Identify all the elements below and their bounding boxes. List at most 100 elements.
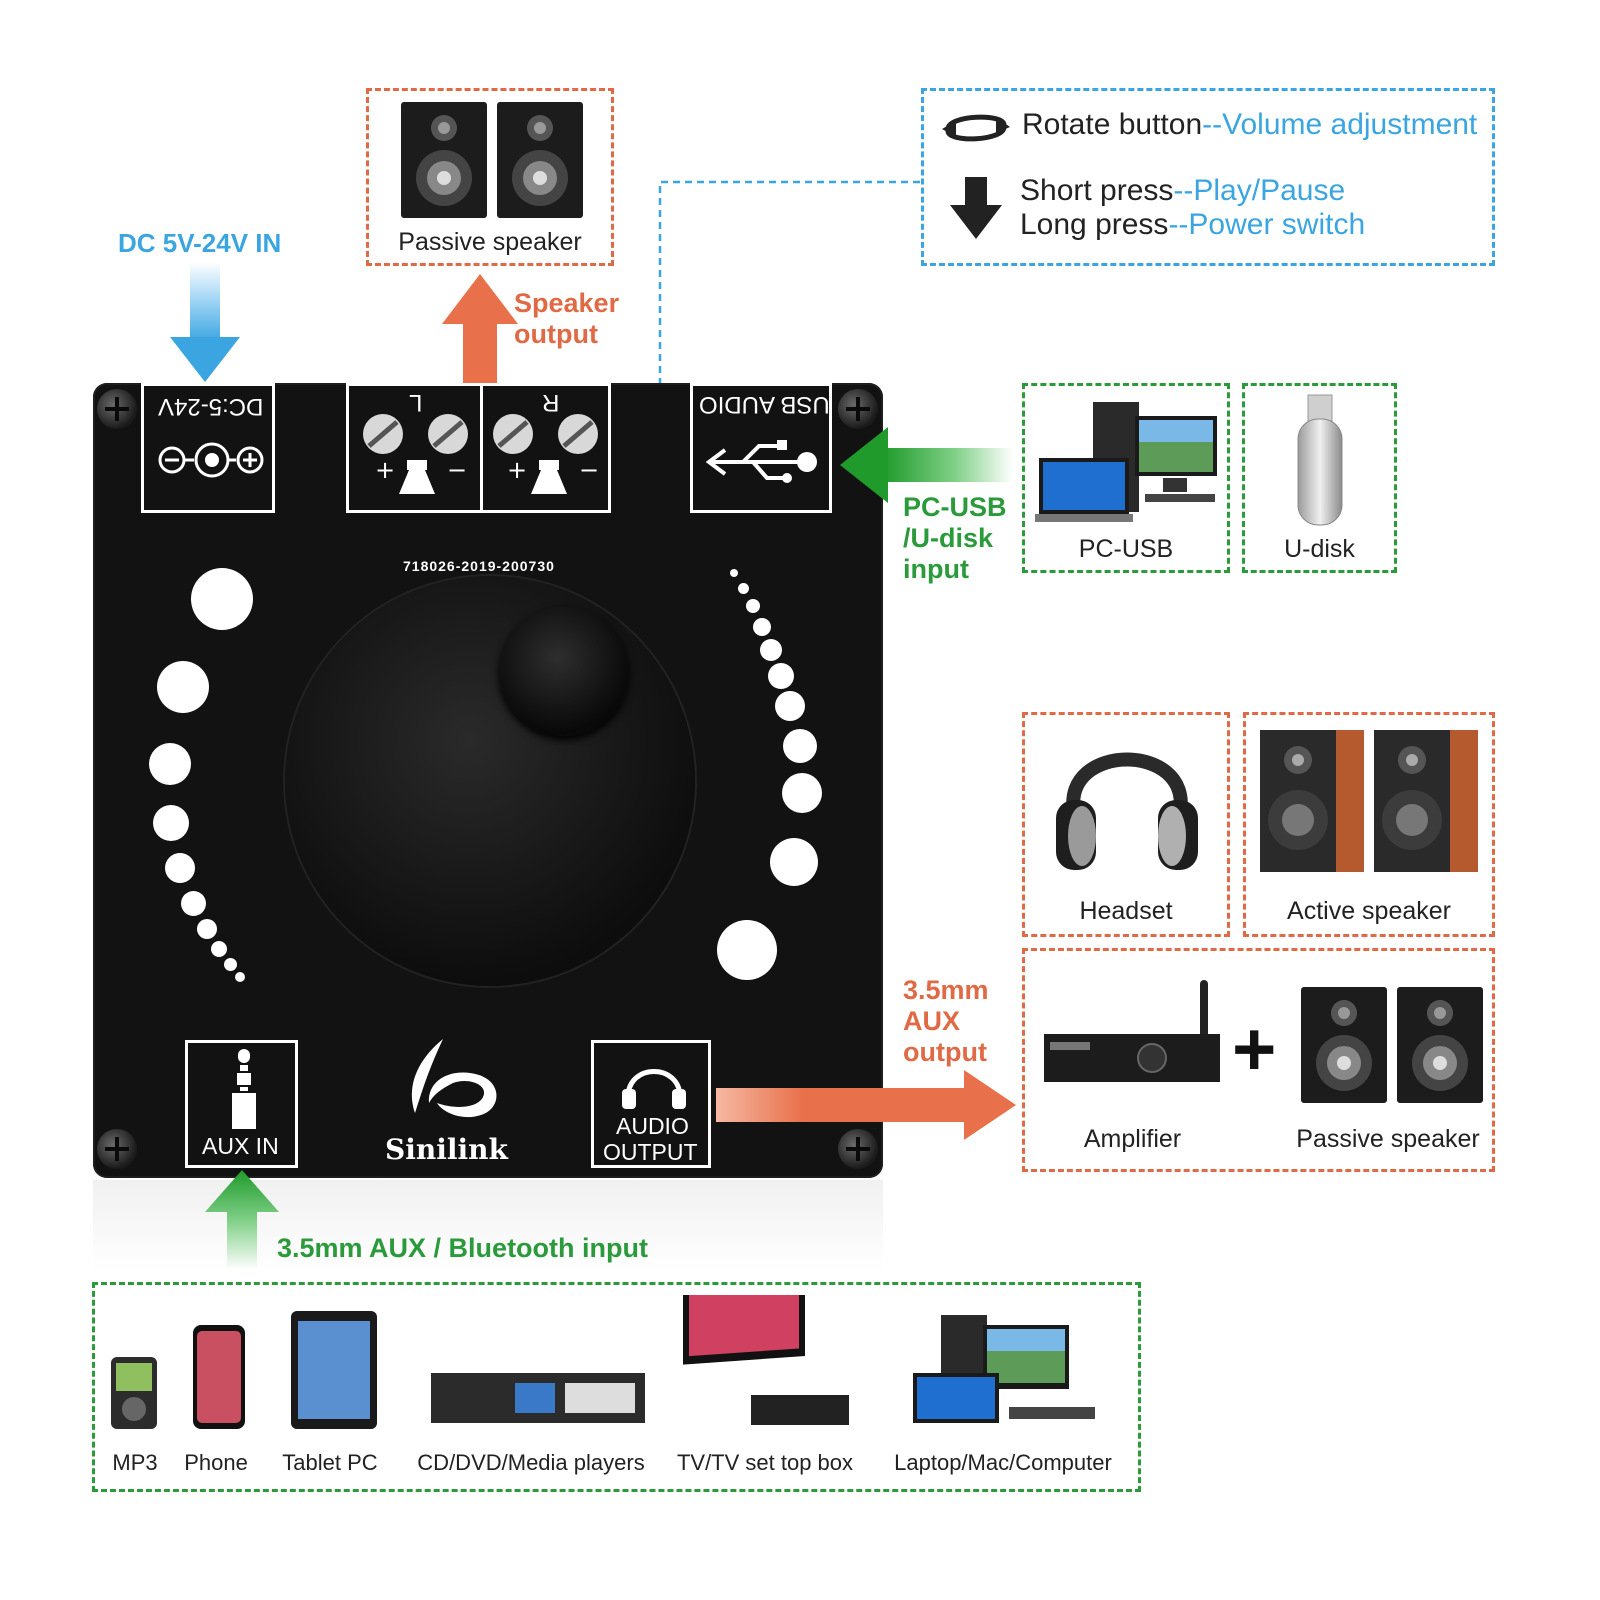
led-dot — [782, 773, 822, 813]
dc-port: DC:5-24V — [141, 383, 275, 513]
speaker-output-label-line1: Speaker — [514, 288, 620, 318]
long-press-line: Long press--Power switch — [1020, 208, 1365, 242]
usb-input-label-line3: input — [903, 554, 969, 584]
aux-jack-icon — [232, 1049, 256, 1129]
led-dot — [775, 691, 805, 721]
rotate-icon — [942, 114, 1010, 142]
controls-legend-box — [921, 88, 1495, 266]
u-disk-box — [1242, 383, 1397, 573]
sinilink-logo — [411, 1039, 497, 1118]
dc-port-label: DC:5-24V — [158, 393, 264, 420]
usb-input-arrow — [840, 427, 1013, 503]
led-dot — [730, 569, 738, 577]
led-dot — [235, 972, 245, 982]
long-press-prefix: Long press — [1020, 208, 1169, 241]
led-dot — [717, 920, 777, 980]
pc-usb-box — [1022, 383, 1230, 573]
rotate-button-line: Rotate button--Volume adjustment — [1022, 108, 1477, 142]
short-press-prefix: Short press — [1020, 174, 1174, 207]
press-down-icon — [950, 177, 1002, 239]
led-dot — [746, 599, 760, 613]
audio-output-label-line1: AUDIO — [616, 1113, 689, 1139]
passive-speaker-bottom-caption: Passive speaker — [1296, 1125, 1480, 1153]
aux-in-label: AUX IN — [202, 1133, 279, 1159]
svg-text:−: − — [447, 456, 467, 484]
dc-input-label: DC 5V-24V IN — [118, 228, 282, 258]
led-dot — [211, 941, 227, 957]
passive-speaker-top-image — [401, 102, 583, 218]
source-computer: Laptop/Mac/Computer — [894, 1450, 1112, 1475]
usb-input-label: PC-USB /U-disk input — [903, 492, 1007, 585]
pc-usb-caption: PC-USB — [1078, 535, 1174, 563]
usb-audio-label: USB AUDIO — [699, 391, 830, 418]
amplifier-board: DC:5-24V L R + − + − USB AUDIO — [93, 383, 883, 1178]
usb-input-label-line1: PC-USB — [903, 492, 1007, 522]
screw-bottom-left — [97, 1129, 137, 1169]
active-speaker-box — [1243, 712, 1495, 937]
led-dot — [191, 568, 253, 630]
speaker-output-arrow — [442, 274, 518, 407]
aux-output-label-line1: 3.5mm — [903, 975, 989, 1005]
brand-name: Sinilink — [385, 1133, 508, 1166]
dc-polarity-icon — [158, 442, 264, 478]
led-dot — [165, 853, 195, 883]
pc-usb-image — [1035, 402, 1217, 522]
led-dot — [153, 805, 189, 841]
aux-input-sources-box — [92, 1282, 1141, 1492]
aux-input-arrow — [205, 1170, 279, 1270]
svg-text:−: − — [579, 456, 599, 484]
speaker-output-label: Speaker output — [514, 288, 619, 350]
plus-sign: + — [1232, 1007, 1277, 1092]
dc-input-arrow — [170, 262, 240, 382]
led-dot — [157, 661, 209, 713]
source-phone: Phone — [184, 1450, 248, 1475]
amplifier-caption: Amplifier — [1083, 1125, 1182, 1153]
led-dot — [738, 583, 749, 594]
aux-input-label: 3.5mm AUX / Bluetooth input — [277, 1233, 648, 1263]
amplifier-box — [1022, 948, 1495, 1172]
aux-output-label-line3: output — [903, 1037, 987, 1067]
source-tv: TV/TV set top box — [676, 1450, 854, 1475]
led-dot — [197, 919, 217, 939]
usb-audio-port: USB AUDIO — [690, 383, 832, 513]
led-dot — [753, 618, 771, 636]
source-mp3: MP3 — [112, 1450, 158, 1475]
speaker-terminal-block: L R + − + − — [346, 383, 611, 513]
headphone-icon — [622, 1069, 686, 1109]
board-serial: 718026-2019-200730 — [403, 558, 555, 574]
svg-text:+: + — [375, 456, 395, 484]
long-press-action: --Power switch — [1168, 208, 1366, 241]
amplifier-image — [1044, 980, 1220, 1082]
aux-output-arrow — [716, 1070, 1016, 1140]
aux-in-port: AUX IN — [185, 1040, 298, 1168]
led-dot — [181, 891, 206, 916]
led-dot — [770, 838, 818, 886]
headset-caption: Headset — [1079, 897, 1173, 925]
led-dot — [149, 743, 191, 785]
usb-input-label-line2: /U-disk — [903, 523, 994, 553]
audio-output-label-line2: OUTPUT — [603, 1139, 698, 1165]
source-devices-images — [111, 1295, 1095, 1429]
speaker-screw-terminals: + − + − — [363, 414, 599, 494]
screw-top-left — [97, 389, 137, 429]
volume-knob-grip — [499, 606, 629, 736]
screw-bottom-right — [838, 1129, 878, 1169]
aux-output-label: 3.5mm AUX output — [903, 975, 989, 1068]
source-media-players: CD/DVD/Media players — [417, 1450, 645, 1475]
audio-output-port: AUDIO OUTPUT — [591, 1040, 711, 1168]
led-dot — [783, 729, 817, 763]
active-speaker-image — [1260, 730, 1478, 872]
passive-speaker-bottom-image — [1301, 987, 1483, 1103]
source-tablet-pc: Tablet PC — [282, 1450, 378, 1475]
screw-top-right — [838, 389, 878, 429]
aux-output-label-line2: AUX — [903, 1006, 961, 1036]
short-press-line: Short press--Play/Pause — [1020, 174, 1345, 208]
passive-speaker-top-box — [366, 88, 614, 266]
rotate-button-prefix: Rotate button — [1022, 108, 1203, 141]
passive-speaker-top-caption: Passive speaker — [398, 228, 582, 256]
usb-symbol-icon — [705, 440, 817, 483]
speaker-output-label-line2: output — [514, 319, 598, 349]
led-dot — [224, 958, 237, 971]
led-dot — [760, 639, 782, 661]
volume-knob[interactable] — [285, 576, 695, 986]
